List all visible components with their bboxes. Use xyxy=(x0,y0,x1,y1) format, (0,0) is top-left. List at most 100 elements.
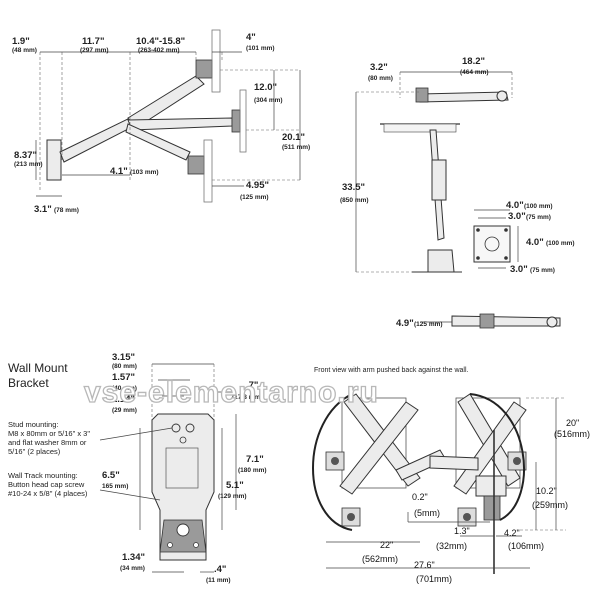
svg-text:5.1": 5.1" xyxy=(226,480,244,491)
svg-text:10.2": 10.2" xyxy=(536,486,557,496)
bracket-title-1: Wall Mount xyxy=(8,361,68,375)
svg-text:1.3": 1.3" xyxy=(454,526,470,536)
svg-text:12.0": 12.0" xyxy=(254,82,277,93)
dim-3-2: 3.2" (80 mm) xyxy=(368,62,393,82)
svg-text:(263-402 mm): (263-402 mm) xyxy=(138,47,180,54)
arm-link-b xyxy=(339,401,419,495)
svg-text:3.1": 3.1" xyxy=(34,204,52,215)
svg-text:5/16" (2 places): 5/16" (2 places) xyxy=(8,447,61,456)
svg-text:(5mm): (5mm) xyxy=(414,508,440,518)
upper-arm-lowered xyxy=(127,117,233,131)
svg-text:1.9": 1.9" xyxy=(12,36,30,47)
svg-text:(180 mm): (180 mm) xyxy=(238,467,267,474)
dim-1-3: 1.3" (32mm) xyxy=(436,526,470,551)
dim-5-1: 5.1" (129 mm) xyxy=(218,480,247,500)
svg-text:(259mm): (259mm) xyxy=(532,500,568,510)
dim-0-4: .4" (11 mm) xyxy=(206,564,231,584)
svg-text:(78 mm): (78 mm) xyxy=(54,207,79,214)
svg-text:M8 x 80mm or 5/16" x 3": M8 x 80mm or 5/16" x 3" xyxy=(8,429,90,438)
stud-hole-right xyxy=(185,423,195,433)
dim-1-9: 1.9" (48 mm) xyxy=(12,36,37,54)
dim-3-15: 3.15" (80 mm) xyxy=(112,352,137,370)
wall-hub xyxy=(475,475,507,497)
svg-text:(40 mm): (40 mm) xyxy=(112,385,137,392)
svg-text:8.37": 8.37" xyxy=(14,150,37,161)
dim-12-0: 12.0" (304 mm) xyxy=(254,82,283,104)
lower-arm xyxy=(59,117,135,163)
svg-text:Stud mounting:: Stud mounting: xyxy=(8,420,58,429)
svg-text:(516mm): (516mm) xyxy=(554,429,590,439)
monitor-lower-outline xyxy=(203,139,213,203)
svg-text:4.1": 4.1" xyxy=(110,166,128,177)
bottom-arm xyxy=(451,315,561,327)
vesa-plate xyxy=(473,225,511,263)
desk-surface xyxy=(383,123,457,133)
svg-text:(34 mm): (34 mm) xyxy=(120,565,145,572)
tilt-head-upper xyxy=(195,59,213,79)
desk-tilt xyxy=(415,87,429,103)
svg-text:6.5": 6.5" xyxy=(102,470,120,481)
side-view: 1.9" (48 mm) 11.7" (297 mm) 10.4"-15.8" … xyxy=(12,29,310,215)
svg-text:(100 mm): (100 mm) xyxy=(546,240,575,247)
desk-clamp xyxy=(427,249,455,273)
dim-4-1: 4.1" (103 mm) xyxy=(110,166,159,177)
bottom-tilt xyxy=(479,313,495,329)
dim-1-14: 1.14" (29 mm) xyxy=(112,394,137,414)
svg-text:(100 mm): (100 mm) xyxy=(524,203,553,210)
svg-text:(511 mm): (511 mm) xyxy=(282,144,310,151)
monitor-upper-outline xyxy=(211,29,221,93)
dim-1-34: 1.34" (34 mm) xyxy=(120,552,145,572)
desk-arm xyxy=(419,91,509,103)
dim-10-2: 10.2" (259mm) xyxy=(532,486,568,510)
watermark-text: vse-elementarno.ru xyxy=(84,376,379,409)
monitor-mid-outline xyxy=(239,89,247,153)
dim-4: 4" (101 mm) xyxy=(246,32,275,52)
svg-text:22": 22" xyxy=(380,540,393,550)
svg-text:(103 mm): (103 mm) xyxy=(130,169,159,176)
svg-text:11.7": 11.7" xyxy=(82,36,104,47)
svg-text:#10-24 x 5/8" (4 places): #10-24 x 5/8" (4 places) xyxy=(8,489,88,498)
svg-text:(125 mm): (125 mm) xyxy=(414,321,443,328)
svg-text:165 mm): 165 mm) xyxy=(102,483,128,490)
svg-text:(125 mm): (125 mm) xyxy=(240,194,269,201)
dim-6-5: 6.5" 165 mm) xyxy=(102,470,128,490)
dim-4-0-b: 4.0" (100 mm) xyxy=(526,237,575,248)
arm-center-right xyxy=(429,455,479,471)
svg-text:1.14": 1.14" xyxy=(112,394,135,405)
svg-text:18.2": 18.2" xyxy=(462,56,485,67)
dim-11-7: 11.7" (297 mm) xyxy=(80,36,109,54)
svg-text:(11 mm): (11 mm) xyxy=(206,577,231,584)
svg-text:(48 mm): (48 mm) xyxy=(12,47,37,54)
svg-text:3.2": 3.2" xyxy=(370,62,388,73)
monitor-left-outline xyxy=(341,397,407,489)
dim-27-6: 27.6" (701mm) xyxy=(414,560,452,584)
svg-text:(106mm): (106mm) xyxy=(508,541,544,551)
svg-text:3.15": 3.15" xyxy=(112,352,135,363)
svg-text:10.4"-15.8": 10.4"-15.8" xyxy=(136,36,185,47)
svg-text:7.1": 7.1" xyxy=(246,454,264,465)
svg-text:.7": .7" xyxy=(246,380,258,391)
dim-4-9: 4.9" (125 mm) xyxy=(396,318,443,329)
svg-text:(75 mm): (75 mm) xyxy=(530,267,555,274)
svg-text:3.0": 3.0" xyxy=(510,264,528,275)
svg-text:1.34": 1.34" xyxy=(122,552,145,563)
wall-mount-bracket: Wall Mount Bracket Stud mounting: M8 x 8… xyxy=(8,352,267,584)
dim-0-7: .7" (17.8 mm) xyxy=(232,380,262,401)
svg-text:(75 mm): (75 mm) xyxy=(526,214,551,221)
desk-view: 3.2" (80 mm) 18.2" (464 mm) 33.5" (850 m… xyxy=(340,56,575,329)
dim-33-5: 33.5" (850 mm) xyxy=(340,182,369,204)
svg-text:(297 mm): (297 mm) xyxy=(80,47,109,54)
svg-text:(32mm): (32mm) xyxy=(436,541,467,551)
svg-text:(213 mm): (213 mm) xyxy=(14,161,43,168)
dim-8-37: 8.37" (213 mm) xyxy=(14,150,43,168)
svg-text:4.0": 4.0" xyxy=(506,200,524,211)
svg-text:(701mm): (701mm) xyxy=(416,574,452,584)
dim-0-2: 0.2" (5mm) xyxy=(412,492,440,518)
front-view: Front view with arm pushed back against … xyxy=(312,367,590,584)
dim-4-0-a: 4.0" (100 mm) xyxy=(506,200,553,211)
svg-text:(101 mm): (101 mm) xyxy=(246,45,275,52)
dim-18-2: 18.2" (464 mm) xyxy=(460,56,489,76)
svg-text:(304 mm): (304 mm) xyxy=(254,97,283,104)
dim-1-57: 1.57" (40 mm) xyxy=(112,372,137,392)
